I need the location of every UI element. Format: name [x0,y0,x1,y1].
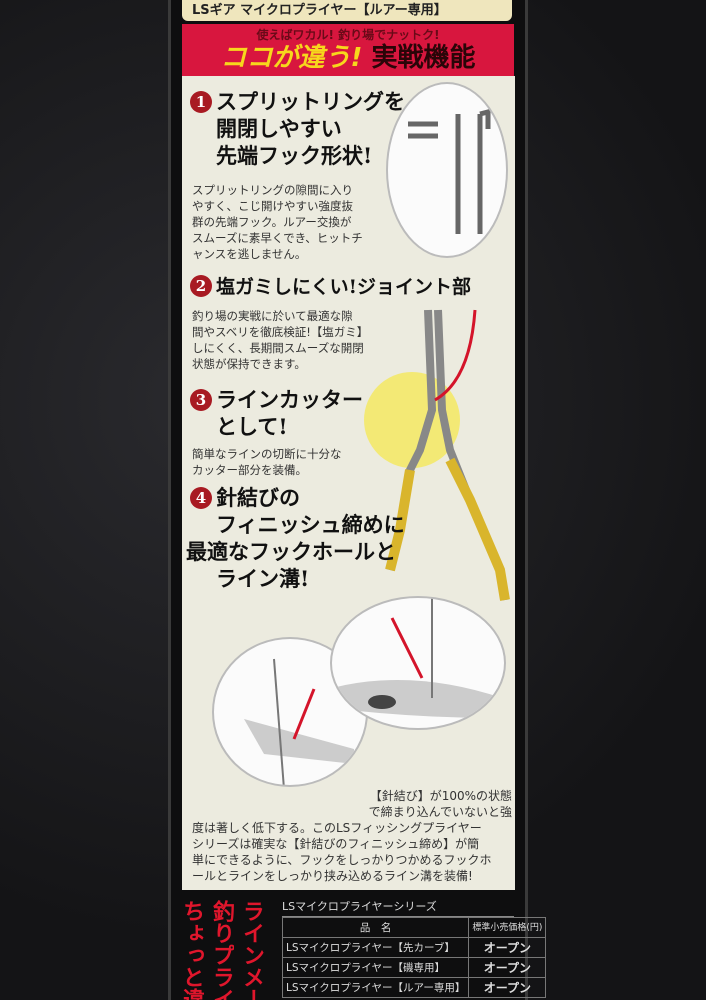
number-badge: 2 [190,275,212,297]
series-caption: LSマイクロプライヤーシリーズ [282,900,514,917]
number-badge: 3 [190,389,212,411]
number-badge: 4 [190,487,212,509]
column-header: 品 名 [281,917,470,938]
product-name-cell: LSマイクロプライヤー【ルアー専用】 [281,977,470,998]
number-badge: 1 [190,91,212,113]
hook-knot-illustration-right [330,596,506,730]
feature-3-body: 簡単なラインの切断に十分なカッター部分を装備。 [192,447,342,477]
feature-3-title-line: ラインカッター [216,387,363,412]
price-cell: オープン [468,937,547,958]
feature-2-title-line: 塩ガミしにくい!ジョイント部 [216,276,471,298]
pliers-illustration [364,309,510,601]
product-name-cell: LSマイクロプライヤー【先カーブ】 [281,937,470,958]
side-slogan-2: 釣りプライ [210,900,234,1000]
banner-highlight: ココが違う! [220,43,363,73]
table-row: LSマイクロプライヤー【磯専用】オープン [281,957,547,978]
hook-knot-illustration-left [212,637,368,787]
side-slogan-1: ラインメー [240,900,264,1000]
hook-knot-description: 【針結び】が100%の状態 で締まり込んでいないと強 度は著しく低下する。このL… [192,789,512,883]
feature-banner: 使えばワカル! 釣り場でナットク! ココが違う! 実戦機能 [182,24,514,76]
column-header: 標準小売価格(円) [468,917,547,938]
product-name-label: LSギア マイクロプライヤー【ルアー専用】 [182,0,512,21]
table-row: LSマイクロプライヤー【ルアー専用】オープン [281,977,547,998]
table-row: LSマイクロプライヤー【先カーブ】オープン [281,937,547,958]
feature-4-title-line: 最適なフックホールと [186,539,396,564]
series-price-table: LSマイクロプライヤーシリーズ 品 名標準小売価格(円) LSマイクロプライヤー… [281,900,547,998]
side-slogan-3: ちょっと違 [180,900,204,1000]
banner-title: 実戦機能 [371,43,476,73]
feature-1-title-line: 先端フック形状! [216,143,373,168]
plier-tip-illustration [386,82,508,258]
feature-1-title-line: 開閉しやすい [216,116,342,141]
feature-2-body: 釣り場の実戦に於いて最適な隙間やスベリを徹底検証!【塩ガミ】しにくく、長期間スム… [192,309,369,371]
banner-subtitle: 使えばワカル! 釣り場でナットク! [256,28,440,42]
feature-1-body: スプリットリングの隙間に入りやすく、こじ開けやすい強度抜群の先端フック。ルアー交… [192,183,363,261]
product-name-cell: LSマイクロプライヤー【磯専用】 [281,957,470,978]
feature-4-title-line: フィニッシュ締めに [216,512,405,537]
price-cell: オープン [468,977,547,998]
feature-4-title-line: ライン溝! [216,566,310,591]
feature-3-title-line: として! [216,414,288,439]
feature-4-title-line: 針結びの [216,485,300,510]
feature-1-title-line: スプリットリングを [216,89,405,114]
price-cell: オープン [468,957,547,978]
